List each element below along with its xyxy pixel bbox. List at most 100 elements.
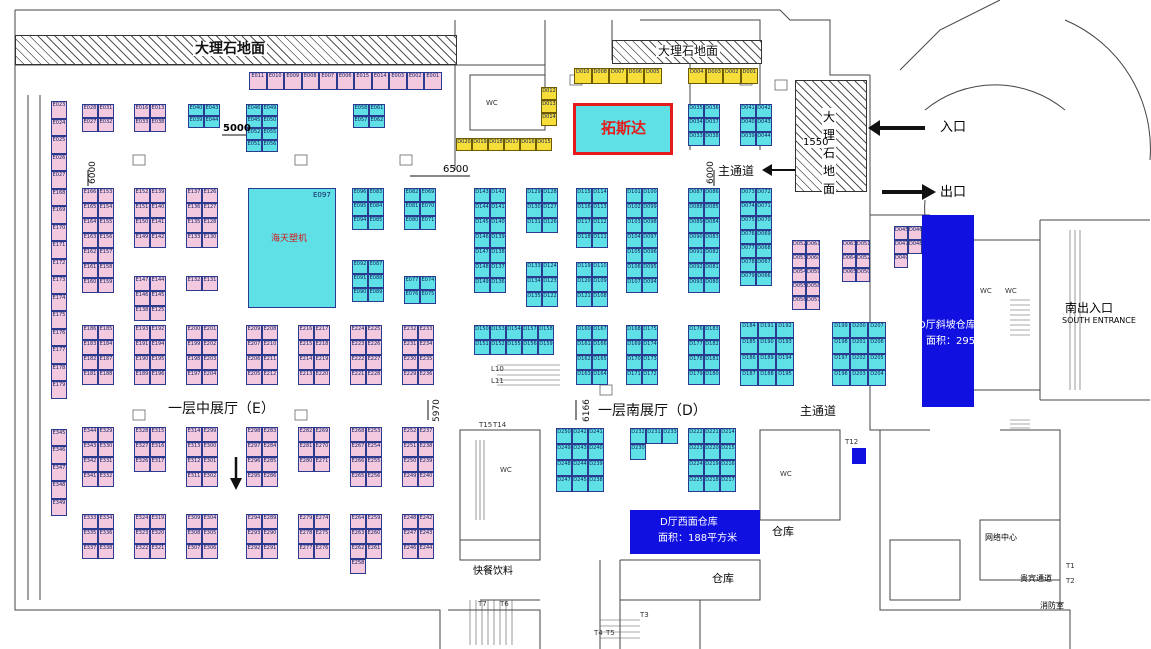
booth-d150[interactable]: D150 (474, 325, 490, 340)
booth-e269[interactable]: E269 (314, 427, 330, 442)
booth-d185[interactable]: D185 (740, 338, 758, 354)
booth-e028[interactable]: E028 (82, 104, 98, 118)
booth-d041[interactable]: D041 (740, 104, 756, 118)
booth-d109[interactable]: D109 (592, 277, 608, 292)
booth-e249[interactable]: E249 (402, 472, 418, 487)
booth-d018[interactable]: D018 (488, 138, 504, 151)
booth-d188[interactable]: D188 (758, 370, 776, 386)
booth-e170[interactable]: E170 (51, 223, 67, 241)
booth-d117[interactable]: D117 (576, 218, 592, 233)
booth-d165[interactable]: D165 (592, 355, 608, 370)
booth-e040[interactable]: E040 (188, 104, 204, 116)
booth-d167[interactable]: D167 (592, 325, 608, 340)
booth-d176[interactable]: D176 (688, 325, 704, 340)
booth-e195[interactable]: E195 (150, 355, 166, 370)
booth-e050[interactable]: E050 (262, 116, 278, 128)
booth-e051[interactable]: E051 (246, 140, 262, 152)
booth-e137[interactable]: E137 (186, 188, 202, 203)
booth-d008[interactable]: D008 (591, 68, 609, 84)
booth-e153[interactable]: E153 (98, 188, 114, 203)
booth-d206[interactable]: D206 (868, 338, 886, 354)
booth-d039[interactable]: D039 (740, 132, 756, 146)
booth-d186[interactable]: D186 (740, 354, 758, 370)
booth-e227[interactable]: E227 (366, 355, 382, 370)
booth-e092[interactable]: E092 (352, 260, 368, 274)
booth-e163[interactable]: E163 (82, 233, 98, 248)
booth-d059[interactable]: D059 (806, 268, 820, 282)
booth-d216[interactable]: D216 (720, 460, 736, 476)
booth-e186[interactable]: E186 (82, 325, 98, 340)
booth-d173[interactable]: D173 (642, 355, 658, 370)
booth-e187[interactable]: E187 (98, 355, 114, 370)
booth-e146[interactable]: E146 (134, 291, 150, 306)
booth-d179[interactable]: D179 (688, 370, 704, 385)
booth-e196[interactable]: E196 (150, 370, 166, 385)
exit-label[interactable]: 出口 (940, 185, 967, 200)
booth-d072[interactable]: D072 (756, 188, 772, 202)
booth-d137[interactable]: D137 (490, 263, 506, 278)
booth-e250[interactable]: E250 (402, 457, 418, 472)
booth-d122[interactable]: D122 (542, 292, 558, 307)
booth-e175[interactable]: E175 (51, 311, 67, 329)
booth-d205[interactable]: D205 (868, 354, 886, 370)
booth-e156[interactable]: E156 (98, 233, 114, 248)
booth-d012[interactable]: D012 (541, 87, 557, 100)
booth-d089[interactable]: D089 (688, 218, 704, 233)
booth-d118[interactable]: D118 (576, 233, 592, 248)
booth-d200[interactable]: D200 (850, 322, 868, 338)
booth-d248[interactable]: D248 (556, 460, 572, 476)
booth-d204[interactable]: D204 (868, 370, 886, 386)
booth-e297[interactable]: E297 (246, 442, 262, 457)
booth-e219[interactable]: E219 (314, 355, 330, 370)
booth-e274[interactable]: E274 (314, 514, 330, 529)
booth-e247[interactable]: E247 (402, 529, 418, 544)
booth-e336[interactable]: E336 (98, 529, 114, 544)
booth-d043[interactable]: D043 (756, 118, 772, 132)
booth-d123[interactable]: D123 (542, 277, 558, 292)
booth-e237[interactable]: E237 (418, 427, 434, 442)
booth-e075[interactable]: E075 (420, 290, 436, 304)
booth-d130[interactable]: D130 (526, 203, 542, 218)
booth-d107[interactable]: D107 (626, 278, 642, 293)
booth-e266[interactable]: E266 (350, 457, 366, 472)
booth-d075[interactable]: D075 (740, 216, 756, 230)
booth-d103[interactable]: D103 (626, 218, 642, 233)
booth-d181[interactable]: D181 (704, 355, 720, 370)
booth-d015[interactable]: D015 (536, 138, 552, 151)
booth-e130[interactable]: E130 (202, 233, 218, 248)
booth-e172[interactable]: E172 (51, 258, 67, 276)
booth-e133[interactable]: E133 (186, 233, 202, 248)
booth-d191[interactable]: D191 (758, 322, 776, 338)
booth-e248[interactable]: E248 (402, 514, 418, 529)
booth-e160[interactable]: E160 (82, 278, 98, 293)
booth-d221[interactable]: D221 (704, 428, 720, 444)
booth-e349[interactable]: E349 (51, 498, 67, 516)
booth-e154[interactable]: E154 (98, 203, 114, 218)
booth-e185[interactable]: E185 (98, 325, 114, 340)
booth-e192[interactable]: E192 (150, 325, 166, 340)
booth-d183[interactable]: D183 (704, 325, 720, 340)
booth-d038[interactable]: D038 (704, 132, 720, 146)
booth-d197[interactable]: D197 (832, 354, 850, 370)
booth-d005[interactable]: D005 (644, 68, 662, 84)
booth-d034[interactable]: D034 (688, 118, 704, 132)
booth-e337[interactable]: E337 (82, 544, 98, 559)
booth-e268[interactable]: E268 (350, 427, 366, 442)
booth-d001[interactable]: D001 (740, 68, 758, 84)
booth-e343[interactable]: E343 (82, 442, 98, 457)
booth-e001[interactable]: E001 (424, 72, 442, 90)
booth-e329[interactable]: E329 (98, 427, 114, 442)
booth-e308[interactable]: E308 (186, 529, 202, 544)
booth-d225[interactable]: D225 (688, 476, 704, 492)
booth-e144[interactable]: E144 (150, 276, 166, 291)
booth-e255[interactable]: E255 (366, 457, 382, 472)
booth-d187[interactable]: D187 (740, 370, 758, 386)
booth-d207[interactable]: D207 (868, 322, 886, 338)
booth-e323[interactable]: E323 (134, 529, 150, 544)
booth-d164[interactable]: D164 (592, 370, 608, 385)
booth-e207[interactable]: E207 (246, 340, 262, 355)
booth-d090[interactable]: D090 (688, 233, 704, 248)
booth-d064[interactable]: D064 (842, 254, 856, 268)
booth-d217[interactable]: D217 (720, 476, 736, 492)
booth-d144[interactable]: D144 (474, 203, 490, 218)
